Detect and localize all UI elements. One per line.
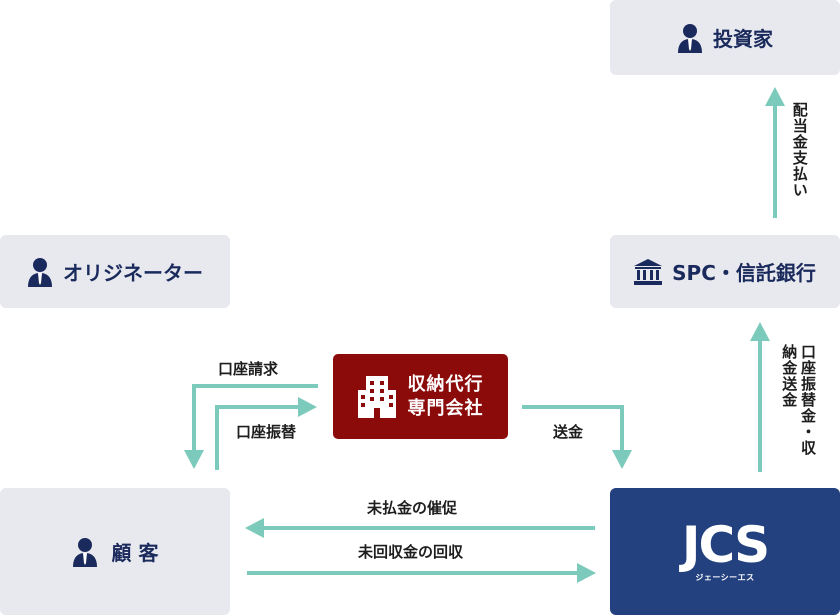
- unpaid-reminder-label: 未払金の催促: [367, 499, 458, 517]
- jcs-logo: JCS: [681, 516, 770, 574]
- customer-box: 顧 客: [0, 488, 230, 615]
- spc-box: SPC・信託銀行: [610, 235, 840, 308]
- person-icon: [72, 537, 98, 567]
- unpaid-collection-label: 未回収金の回収: [358, 543, 464, 561]
- jcs-box: JCS ジェーシーエス: [610, 488, 840, 615]
- account-request-label: 口座請求: [218, 360, 279, 378]
- originator-label: オリジネーター: [63, 261, 203, 285]
- dividend-label: 配当金支払い: [790, 102, 809, 198]
- person-icon: [677, 23, 703, 53]
- account-transfer-label: 口座振替: [236, 423, 297, 441]
- transfer-collection-label: 口座振替金・収納金送金: [780, 344, 817, 456]
- spc-label: SPC・信託銀行: [672, 261, 816, 285]
- collection-agency-box: 収納代行 専門会社: [333, 354, 508, 439]
- remit-label: 送金: [553, 423, 584, 441]
- agency-label: 収納代行 専門会社: [408, 373, 484, 420]
- investor-label: 投資家: [713, 27, 773, 51]
- originator-box: オリジネーター: [0, 235, 230, 308]
- jcs-logo-subtitle: ジェーシーエス: [695, 573, 755, 582]
- agency-label-line2: 専門会社: [407, 397, 484, 419]
- bank-icon: [634, 258, 663, 285]
- customer-label: 顧 客: [111, 541, 159, 565]
- agency-label-line1: 収納代行: [407, 374, 484, 396]
- person-icon: [27, 257, 53, 287]
- investor-box: 投資家: [610, 0, 840, 75]
- building-icon: [357, 375, 396, 418]
